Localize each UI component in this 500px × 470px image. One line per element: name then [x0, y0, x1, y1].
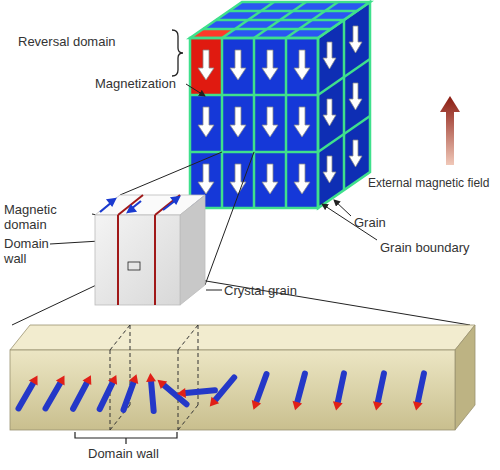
spin-arrow [124, 382, 134, 410]
spin-arrow [19, 383, 34, 409]
spin-arrow [378, 373, 384, 402]
spin-arrow [73, 383, 87, 409]
spin-arrowhead [146, 373, 156, 382]
spin-arrowhead [373, 401, 383, 410]
spin-arrowhead [108, 375, 117, 385]
spin-arrowhead [333, 401, 343, 410]
crystal-grain-cube [95, 195, 205, 305]
part-label: Crystal grain [224, 283, 297, 298]
grain-cube [190, 2, 370, 208]
spin-arrow [418, 373, 424, 402]
domain-wall-strip [10, 325, 475, 430]
part-label: Magnetization [95, 76, 176, 91]
spin-arrowhead [210, 397, 219, 407]
spin-arrow [46, 383, 61, 409]
spin-arrow [338, 373, 344, 402]
part-label: Grain boundary [380, 240, 470, 255]
spin-arrowhead [129, 374, 138, 384]
spin-arrow [151, 382, 154, 411]
part-label: Domain wall [88, 446, 159, 461]
spin-arrowhead [29, 376, 38, 386]
spin-arrowhead [292, 401, 302, 411]
spin-arrowhead [56, 376, 65, 386]
field-arrow [440, 96, 460, 165]
brace [172, 30, 183, 76]
part-label: Magnetic domain [4, 202, 94, 232]
spin-arrow [186, 390, 215, 393]
bracket [75, 432, 177, 444]
spin-arrow [256, 374, 266, 402]
part-label: Domain wall [4, 236, 50, 266]
spin-arrow [297, 374, 305, 402]
spin-arrow [164, 385, 187, 404]
spin-arrowhead [82, 375, 91, 385]
part-label: Grain [354, 215, 386, 230]
part-label: Reversal domain [18, 34, 116, 49]
part-label: External magnetic field [368, 176, 489, 191]
spin-arrowhead [252, 400, 261, 410]
spin-arrow [100, 383, 113, 409]
spin-arrowhead [177, 388, 186, 398]
spin-arrowhead [157, 380, 167, 389]
spin-arrow [215, 377, 234, 400]
spin-arrowhead [413, 401, 423, 410]
